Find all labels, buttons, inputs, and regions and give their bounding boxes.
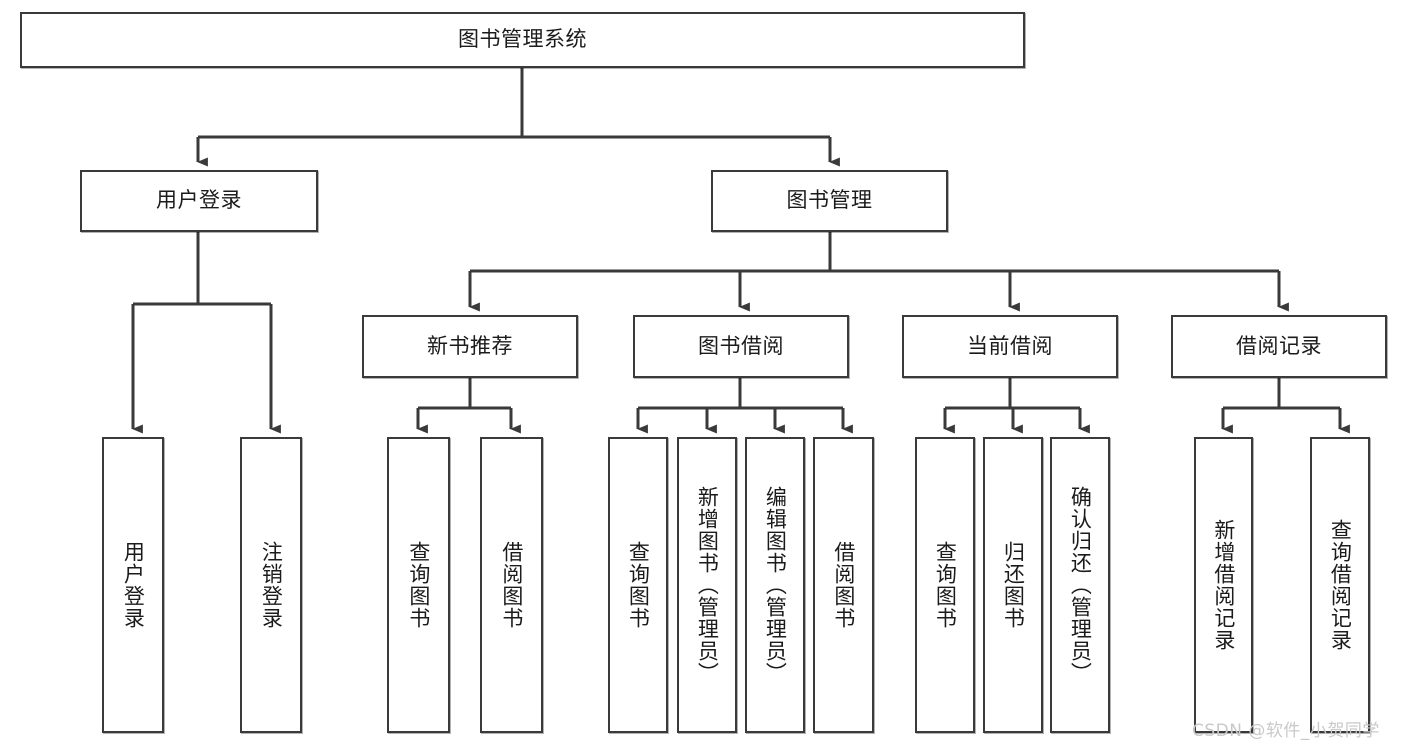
node-borrow-record[interactable]: 借阅记录 bbox=[1171, 315, 1387, 378]
leaf-borrow-book-recommend[interactable]: 借阅图书 bbox=[480, 437, 543, 733]
node-book-borrow[interactable]: 图书借阅 bbox=[633, 315, 849, 378]
leaf-user-login[interactable]: 用户登录 bbox=[102, 437, 164, 733]
leaf-confirm-return-admin[interactable]: 确认归还（管理员） bbox=[1050, 437, 1110, 733]
node-new-book-recommend[interactable]: 新书推荐 bbox=[362, 315, 578, 378]
node-book-management[interactable]: 图书管理 bbox=[711, 170, 948, 232]
leaf-edit-book-admin[interactable]: 编辑图书（管理员） bbox=[745, 437, 805, 733]
leaf-query-book-borrow[interactable]: 查询图书 bbox=[608, 437, 668, 733]
leaf-borrow-book[interactable]: 借阅图书 bbox=[813, 437, 874, 733]
csdn-watermark: CSDN @软件_小贺同学 bbox=[1192, 721, 1380, 741]
node-current-borrow[interactable]: 当前借阅 bbox=[902, 315, 1118, 378]
node-root[interactable]: 图书管理系统 bbox=[20, 12, 1025, 68]
leaf-query-borrow-record[interactable]: 查询借阅记录 bbox=[1310, 437, 1370, 733]
leaf-add-book-admin[interactable]: 新增图书（管理员） bbox=[677, 437, 737, 733]
leaf-user-logout[interactable]: 注销登录 bbox=[240, 437, 302, 733]
leaf-add-borrow-record[interactable]: 新增借阅记录 bbox=[1194, 437, 1253, 733]
node-user-login[interactable]: 用户登录 bbox=[80, 170, 318, 232]
leaf-query-book-recommend[interactable]: 查询图书 bbox=[387, 437, 450, 733]
leaf-return-book[interactable]: 归还图书 bbox=[983, 437, 1043, 733]
leaf-query-book-current[interactable]: 查询图书 bbox=[915, 437, 975, 733]
